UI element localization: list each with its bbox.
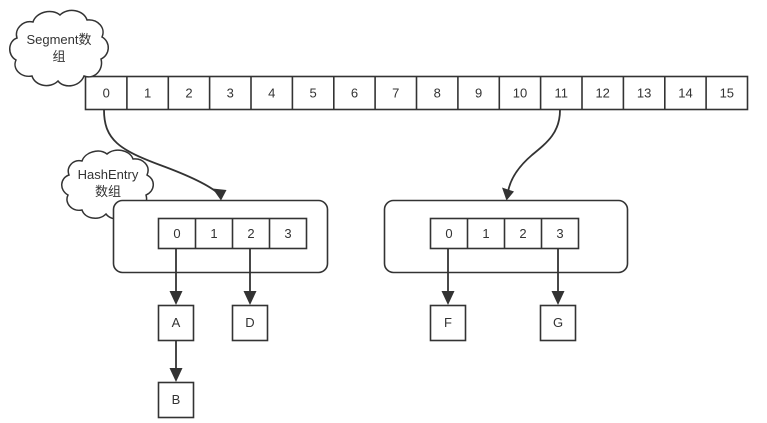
segment-cell-11: 11 — [555, 86, 569, 101]
entry-box-g-rect — [539, 304, 577, 342]
segment-cell-8: 8 — [434, 86, 441, 101]
entry-box-g-label: G — [553, 315, 563, 330]
arrow-right-cell0-to-box-f — [441, 248, 455, 305]
entry-box-f-rect — [429, 304, 467, 342]
hashentry-right-cell-2: 2 — [519, 226, 526, 241]
arrow-left-cell0-to-box-a — [169, 248, 183, 305]
hashentry-table-left: 0 1 2 3 — [112, 199, 329, 274]
entry-box-a: A — [157, 304, 195, 342]
segment-cell-9: 9 — [475, 86, 482, 101]
arrow-segment11-to-right-table — [502, 109, 561, 201]
segment-cell-3: 3 — [227, 86, 234, 101]
arrow-segment0-to-left-table — [103, 109, 227, 201]
arrow-left-cell2-head — [243, 291, 257, 305]
segment-cell-14: 14 — [678, 86, 692, 101]
segment-cell-5: 5 — [309, 86, 316, 101]
hashentry-cloud-label-line1: HashEntry — [78, 167, 139, 182]
arrow-right-cell0-head — [441, 291, 455, 305]
entry-box-b-rect — [157, 381, 195, 419]
arrow-right-cell3-head — [551, 291, 565, 305]
hashentry-right-cell-1: 1 — [482, 226, 489, 241]
segment-cell-12: 12 — [595, 86, 609, 101]
segment-cell-1: 1 — [144, 86, 151, 101]
hashentry-left-cell-3: 3 — [284, 226, 291, 241]
segment-cell-6: 6 — [351, 86, 358, 101]
entry-box-f-label: F — [444, 315, 452, 330]
segment-cell-0: 0 — [103, 86, 110, 101]
arrow-segment0-head — [212, 188, 227, 201]
entry-box-d-rect — [231, 304, 269, 342]
arrow-box-a-to-box-b — [169, 340, 183, 382]
hashentry-left-cell-2: 2 — [247, 226, 254, 241]
arrow-segment11-path — [507, 109, 561, 193]
entry-box-f: F — [429, 304, 467, 342]
arrow-box-a-to-b-head — [169, 368, 183, 382]
segment-array-cloud-callout: Segment数 组 — [9, 9, 109, 87]
hashentry-left-cell-0: 0 — [173, 226, 180, 241]
arrow-segment0-path — [103, 109, 220, 195]
hashentry-right-cell-3: 3 — [556, 226, 563, 241]
arrow-left-cell2-to-box-d — [243, 248, 257, 305]
segment-cloud-label-line2: 组 — [52, 49, 65, 64]
hashentry-right-cell-0: 0 — [445, 226, 452, 241]
arrow-segment11-head — [502, 187, 514, 201]
segment-cloud-label-line1: Segment数 — [26, 32, 91, 47]
hashentry-cloud-label-line2: 数组 — [95, 184, 121, 199]
arrow-left-cell0-head — [169, 291, 183, 305]
entry-box-b-label: B — [172, 392, 181, 407]
segment-cell-15: 15 — [720, 86, 734, 101]
entry-box-d-label: D — [245, 315, 254, 330]
segment-array: 0 1 2 3 4 5 6 7 8 9 10 11 12 13 14 15 — [84, 75, 749, 111]
segment-cloud-shape — [9, 9, 109, 87]
segment-cell-10: 10 — [513, 86, 527, 101]
hashentry-left-cell-1: 1 — [210, 226, 217, 241]
segment-cell-4: 4 — [268, 86, 275, 101]
segment-cell-7: 7 — [392, 86, 399, 101]
entry-box-g: G — [539, 304, 577, 342]
entry-box-d: D — [231, 304, 269, 342]
entry-box-a-label: A — [172, 315, 181, 330]
entry-box-b: B — [157, 381, 195, 419]
segment-cell-13: 13 — [637, 86, 651, 101]
hashentry-table-right: 0 1 2 3 — [383, 199, 629, 274]
segment-cell-2: 2 — [185, 86, 192, 101]
arrow-right-cell3-to-box-g — [551, 248, 565, 305]
